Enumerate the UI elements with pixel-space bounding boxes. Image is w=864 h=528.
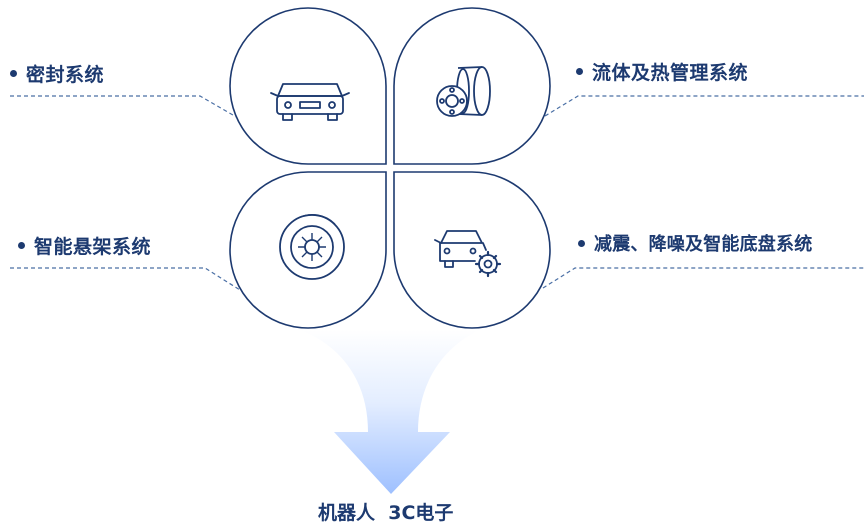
label-text: 流体及热管理系统 — [592, 62, 749, 84]
car-front-icon — [270, 83, 350, 121]
bullet-dot — [576, 68, 583, 75]
bullet-dot — [18, 242, 25, 249]
label-smart-suspension-system: 智能悬架系统 — [18, 232, 151, 259]
bullet-dot — [578, 239, 585, 247]
car-gear-icon — [434, 230, 502, 278]
leader-line-bottom-left — [10, 267, 241, 291]
petal-top-right — [393, 7, 551, 165]
down-arrow — [300, 330, 480, 494]
petal-bottom-left — [229, 171, 387, 329]
label-fluid-thermal-system: 流体及热管理系统 — [576, 58, 748, 85]
label-text: 智能悬架系统 — [34, 236, 152, 258]
bottom-caption: 机器人 3C电子 — [318, 502, 454, 524]
leader-line-top-left — [10, 95, 239, 119]
label-text: 密封系统 — [26, 64, 105, 86]
petal-top-left — [229, 7, 387, 165]
leader-line-top-right — [544, 95, 864, 117]
brake-disc-icon — [436, 66, 491, 117]
bullet-dot — [10, 70, 17, 77]
label-sealing-system: 密封系统 — [10, 60, 104, 87]
label-text: 减震、降噪及智能底盘系统 — [594, 234, 813, 255]
leader-line-bottom-right — [542, 267, 864, 289]
wheel-icon — [279, 214, 345, 280]
label-damping-chassis-system: 减震、降噪及智能底盘系统 — [578, 230, 812, 256]
petal-bottom-right — [393, 171, 551, 329]
